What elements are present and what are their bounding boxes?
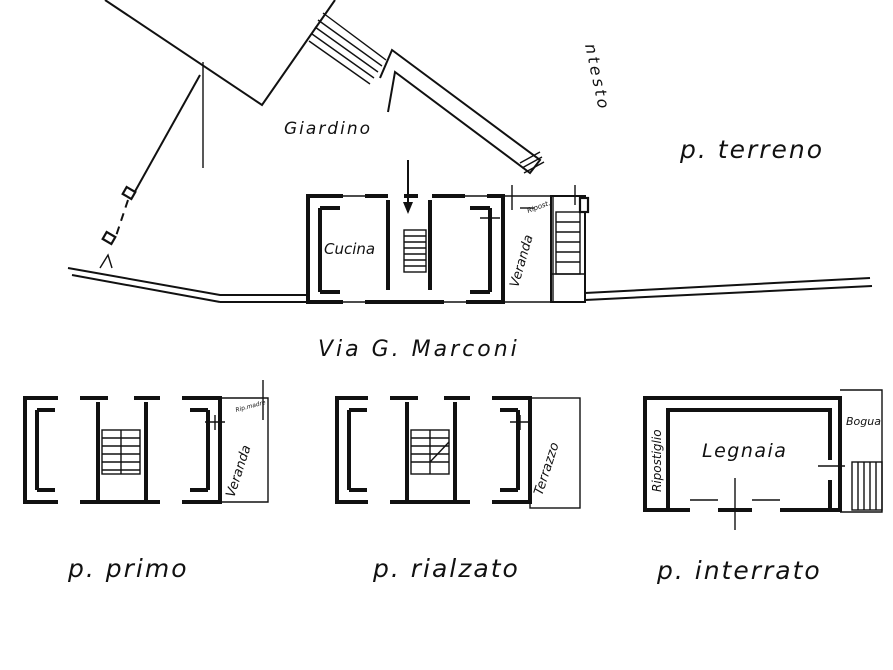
label-contesto: ntesto [581, 42, 614, 113]
label-ripost-terreno: Ripost. [526, 199, 551, 215]
stair-interrato [851, 461, 883, 511]
plan-primo [23, 380, 269, 505]
label-p-primo: p. primo [67, 554, 189, 583]
label-legnaia: Legnaia [702, 440, 787, 462]
label-p-interrato: p. interrato [656, 556, 822, 585]
site-outline [67, 0, 873, 303]
label-bogua: Bogua [846, 415, 881, 428]
label-via: Via G. Marconi [318, 337, 520, 362]
label-giardino: Giardino [284, 119, 372, 139]
label-veranda-primo: Veranda [224, 443, 255, 499]
label-p-rialzato: p. rialzato [372, 554, 520, 583]
stair-terreno [403, 229, 427, 273]
plan-rialzato [335, 395, 581, 509]
label-terrazzo: Terrazzo [532, 441, 563, 498]
label-ripostiglio: Ripostiglio [650, 429, 664, 492]
label-p-terreno: p. terreno [679, 135, 824, 164]
label-rip-primo: Rip.madre [235, 399, 267, 414]
plan-interrato [643, 389, 883, 530]
stair-rialzato [410, 429, 450, 475]
garden-steps [519, 151, 545, 174]
stair-primo [101, 429, 141, 475]
label-cucina: Cucina [324, 240, 375, 258]
plan-terreno [306, 160, 590, 305]
label-veranda-terreno: Veranda [507, 233, 536, 289]
external-steps [308, 12, 387, 85]
